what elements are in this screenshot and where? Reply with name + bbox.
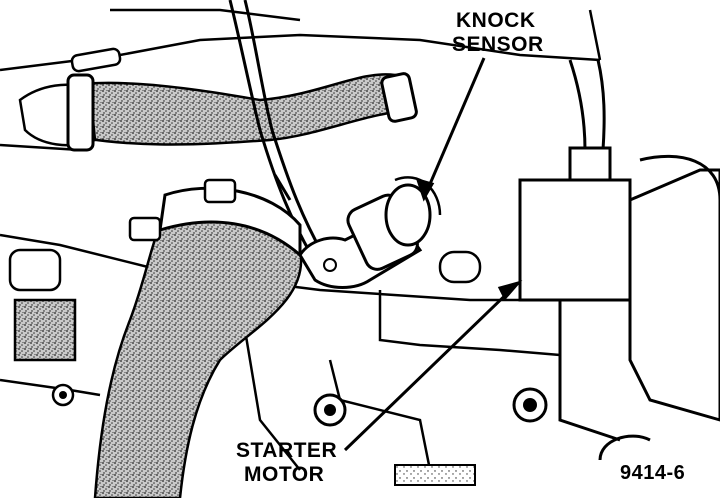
starter-motor-label-line2: MOTOR bbox=[244, 463, 325, 486]
starter-motor bbox=[313, 59, 720, 486]
leader-lines bbox=[343, 57, 523, 452]
knock-sensor-label-line2: SENSOR bbox=[452, 33, 544, 56]
knock-sensor-label-line1: KNOCK bbox=[456, 9, 536, 32]
knock-sensor-arrowhead bbox=[415, 177, 435, 202]
left-bracket bbox=[8, 248, 77, 407]
knock-sensor-leader bbox=[422, 57, 486, 199]
knock-sensor bbox=[298, 176, 442, 289]
starter-motor-label-line1: STARTER bbox=[236, 439, 338, 462]
upper-hose bbox=[18, 47, 418, 152]
starter-motor-arrowhead bbox=[497, 280, 523, 301]
lower-hose bbox=[93, 178, 303, 500]
figure-number: 9414-6 bbox=[620, 462, 686, 484]
starter-motor-leader bbox=[343, 281, 520, 452]
